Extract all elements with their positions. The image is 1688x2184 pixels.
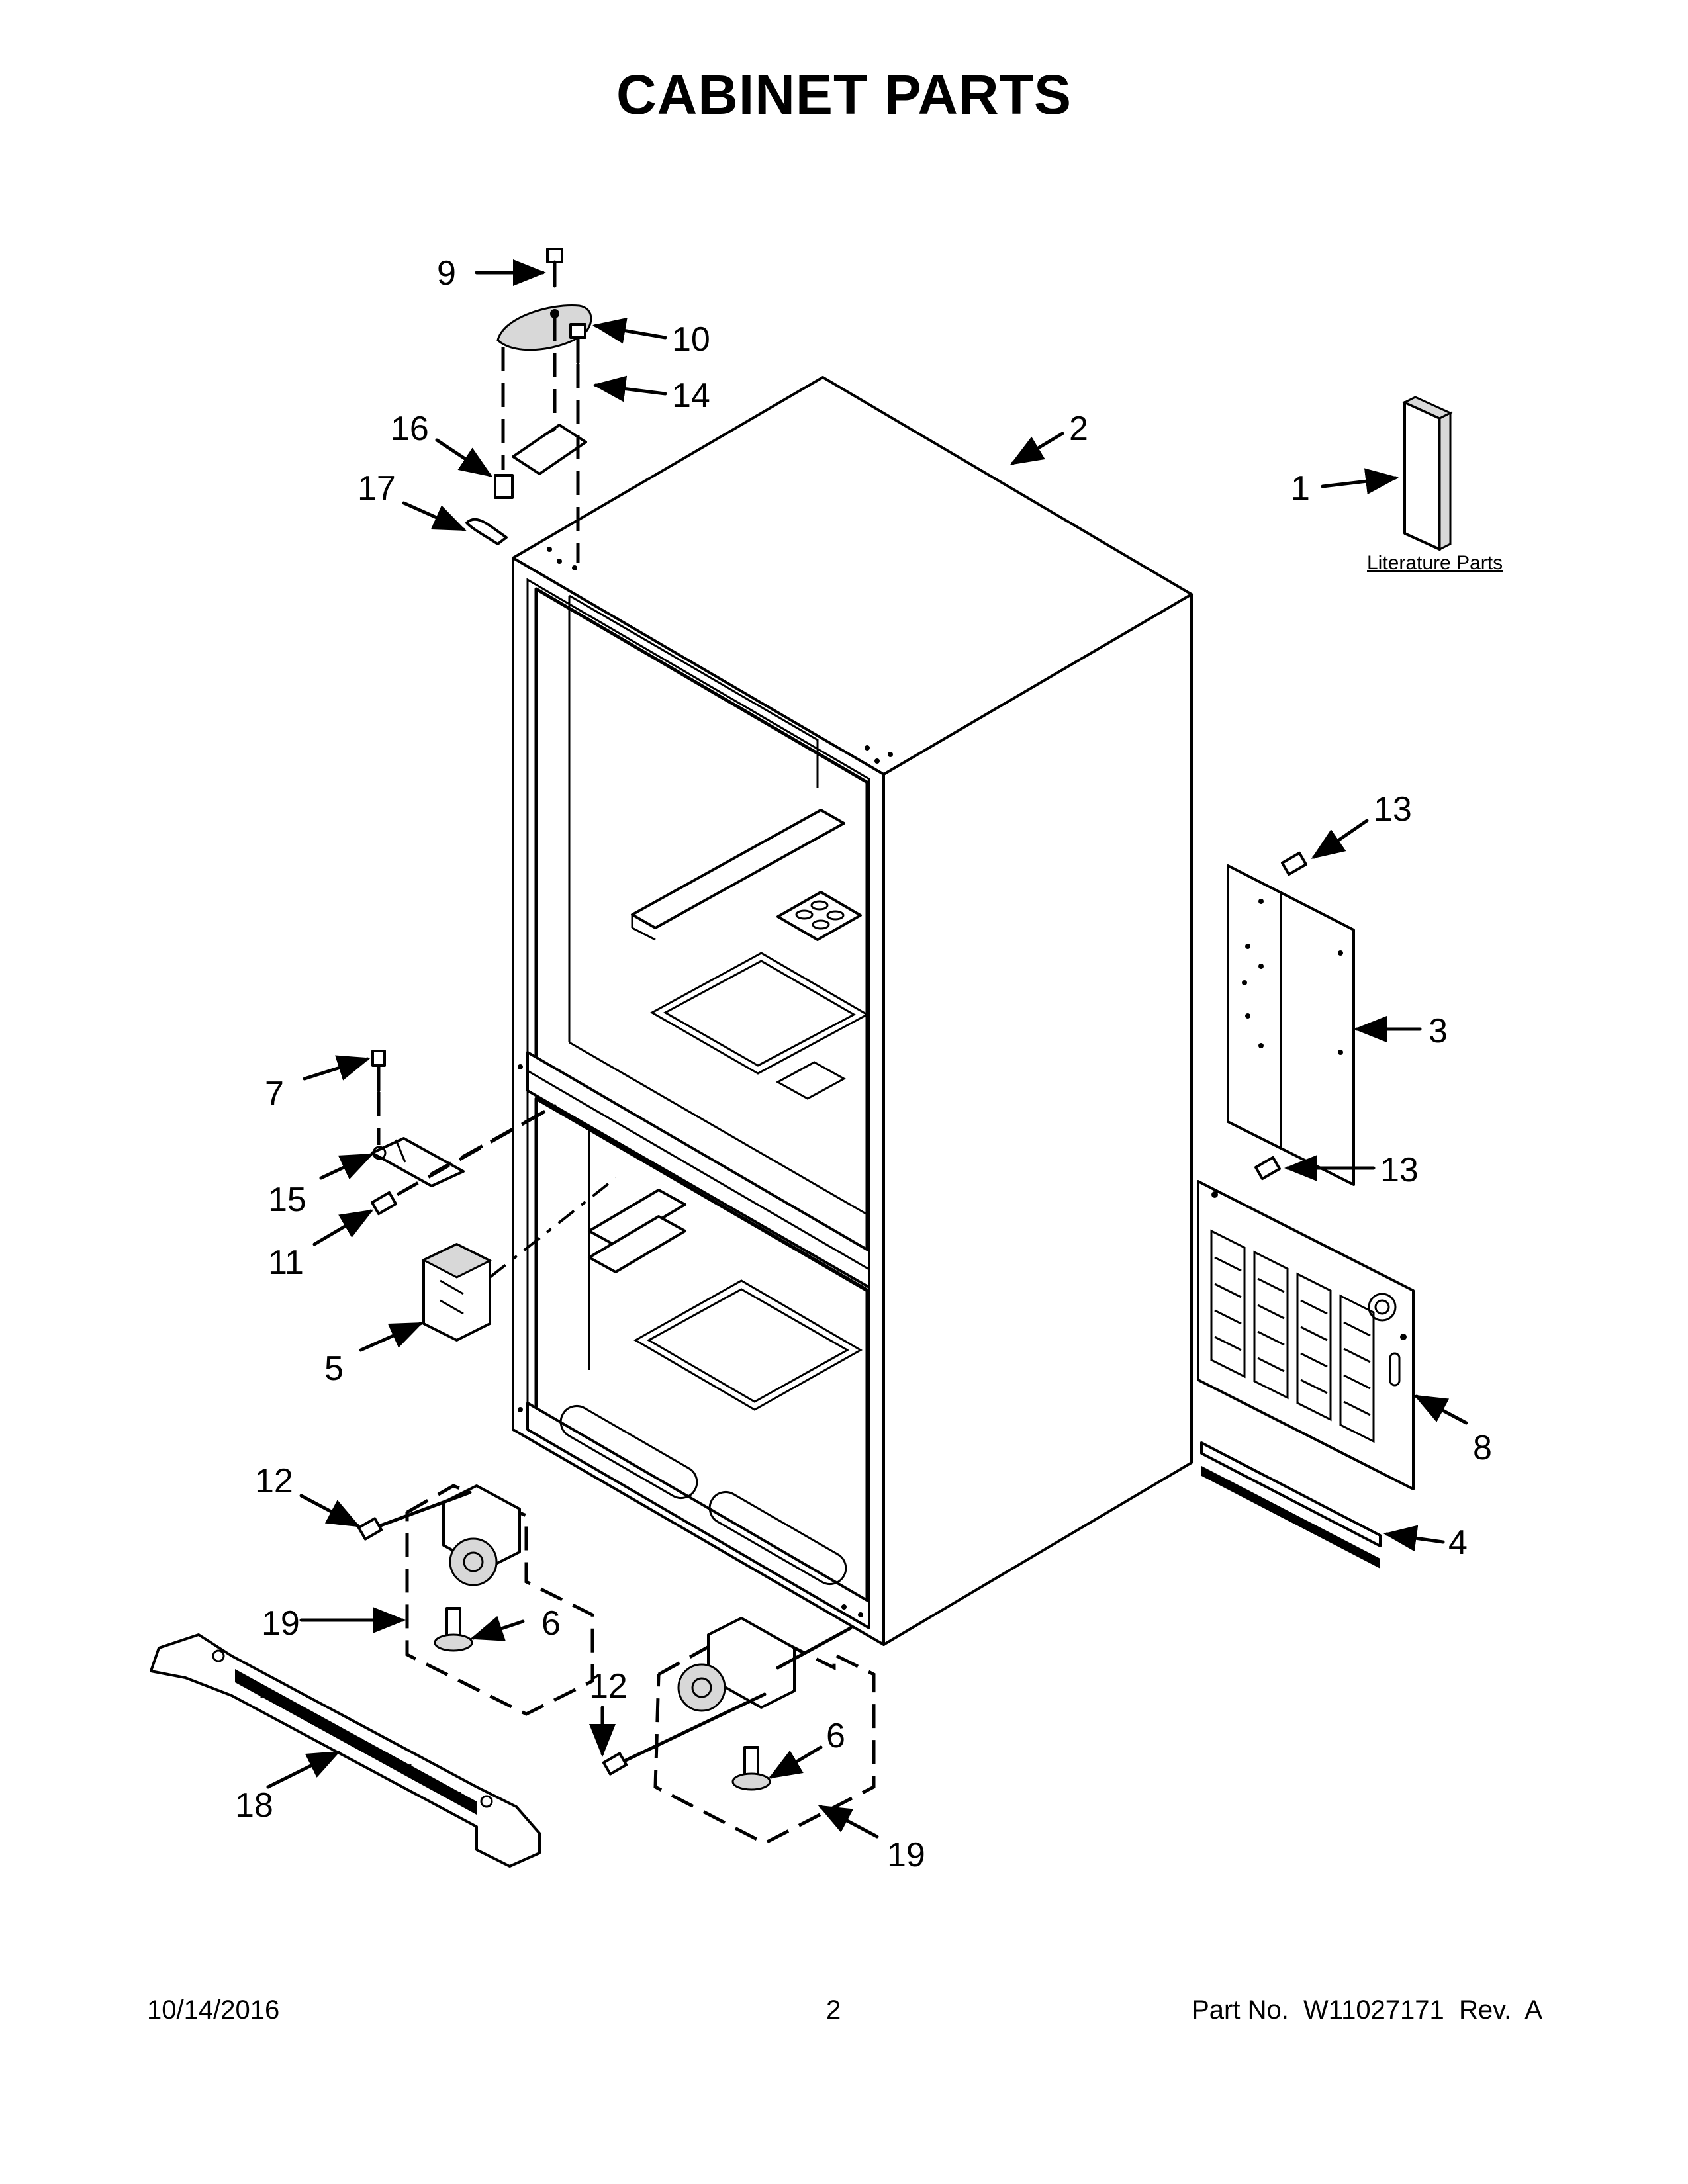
callout-9: 9 bbox=[437, 254, 456, 293]
callout-13-lower: 13 bbox=[1380, 1151, 1419, 1189]
mullion-hardware bbox=[371, 1050, 617, 1342]
callout-6-right: 6 bbox=[826, 1717, 845, 1755]
right-roller-assembly bbox=[602, 1617, 876, 1845]
cabinet-body bbox=[512, 376, 1193, 1646]
grille-vents bbox=[1210, 1229, 1375, 1443]
callout-4: 4 bbox=[1448, 1524, 1468, 1562]
callout-14: 14 bbox=[672, 377, 710, 415]
callout-18: 18 bbox=[235, 1786, 273, 1825]
callout-6-left: 6 bbox=[541, 1604, 561, 1643]
callout-19-left: 19 bbox=[261, 1604, 300, 1643]
callout-10: 10 bbox=[672, 320, 710, 359]
callout-2: 2 bbox=[1069, 410, 1088, 448]
left-roller-assembly bbox=[357, 1484, 594, 1716]
literature-book-icon bbox=[1402, 396, 1453, 551]
callout-8: 8 bbox=[1473, 1429, 1492, 1467]
callout-3: 3 bbox=[1429, 1012, 1448, 1050]
footer-page-number: 2 bbox=[826, 1995, 841, 2025]
footer-part-number: Part No. W11027171 Rev. A bbox=[1192, 1995, 1542, 2025]
callout-1: 1 bbox=[1291, 469, 1310, 508]
footer-date: 10/14/2016 bbox=[147, 1995, 280, 2025]
top-hinge-assembly bbox=[465, 248, 592, 563]
callout-19-right: 19 bbox=[887, 1836, 925, 1874]
callout-15: 15 bbox=[268, 1181, 306, 1219]
callout-5: 5 bbox=[324, 1349, 344, 1388]
callout-12-left: 12 bbox=[255, 1462, 293, 1500]
callout-13-upper: 13 bbox=[1374, 790, 1412, 829]
callout-11: 11 bbox=[268, 1244, 304, 1282]
callout-16: 16 bbox=[391, 410, 429, 448]
callout-7: 7 bbox=[265, 1075, 284, 1113]
leader-arrows bbox=[266, 259, 1468, 1839]
callout-17: 17 bbox=[357, 469, 396, 508]
rear-panels bbox=[1197, 851, 1415, 1569]
base-grille bbox=[150, 1633, 541, 1868]
literature-parts-link[interactable]: Literature Parts bbox=[1367, 552, 1503, 574]
callout-numbers: 9 10 14 16 17 2 1 Literature Parts 13 3 … bbox=[235, 254, 1503, 1874]
page-title: CABINET PARTS bbox=[616, 64, 1072, 126]
callout-12-right: 12 bbox=[589, 1667, 628, 1706]
